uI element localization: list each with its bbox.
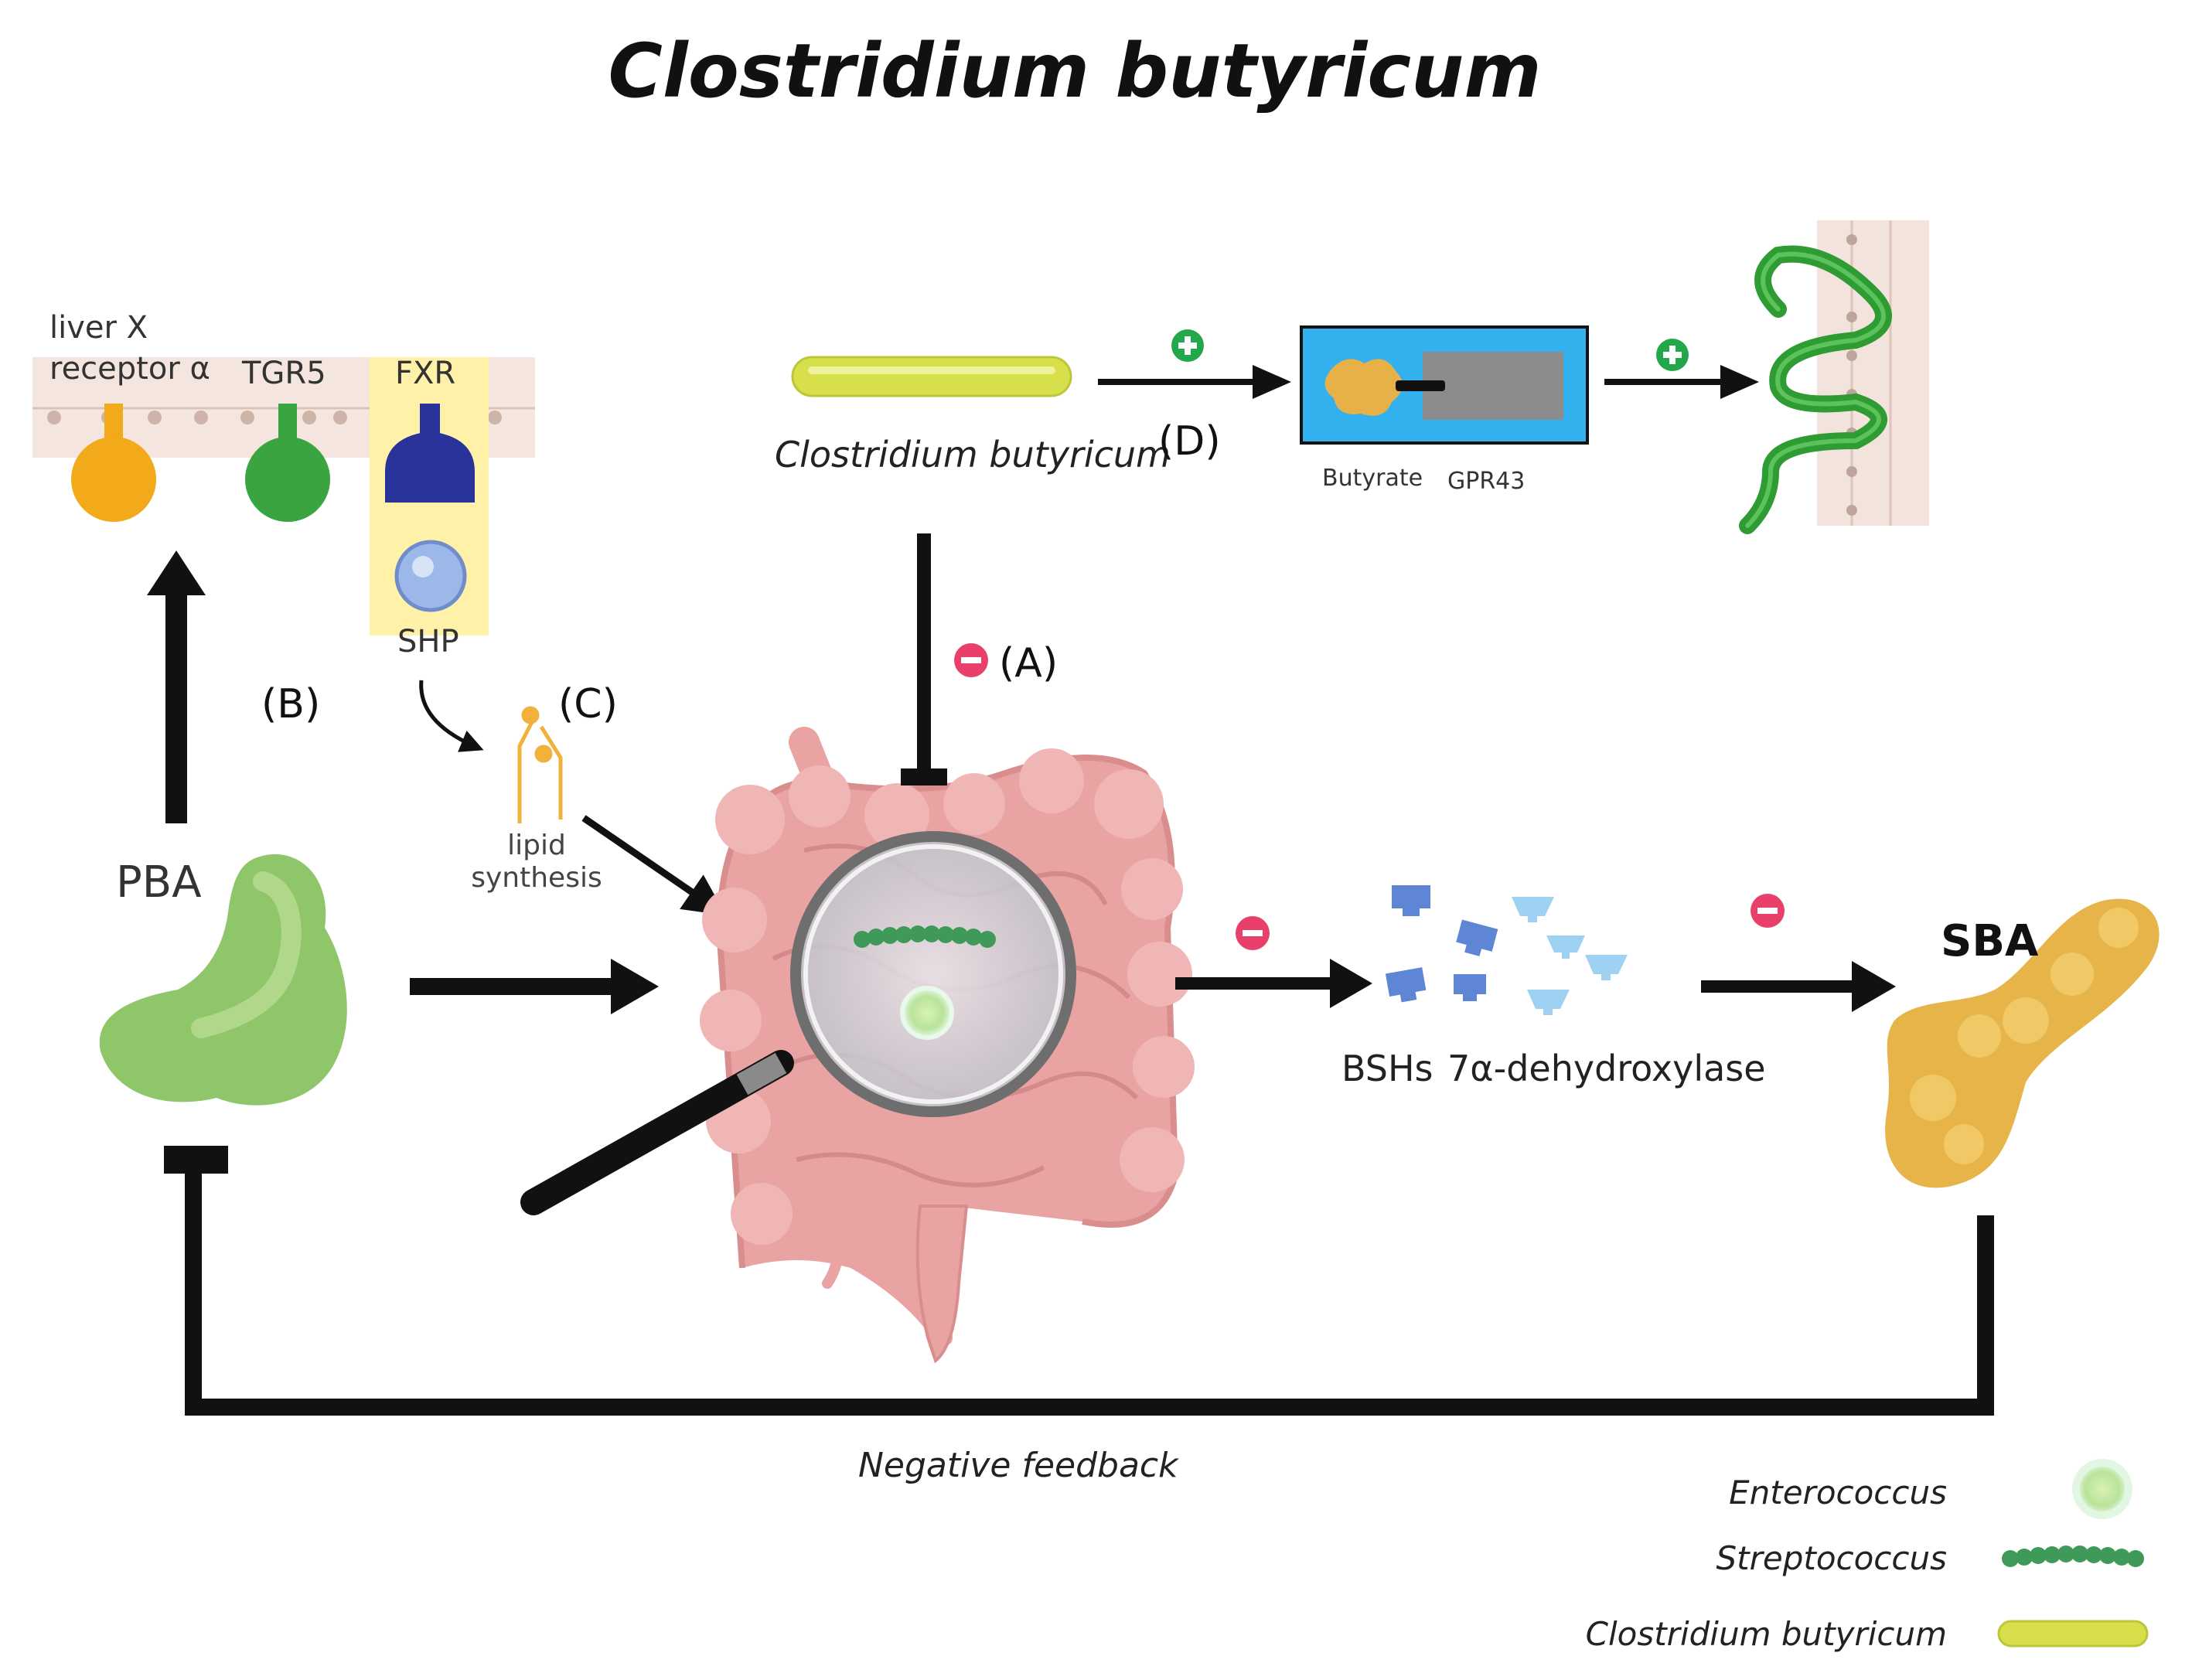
fxr-label: FXR xyxy=(395,356,455,391)
negative-feedback-label: Negative feedback xyxy=(858,1446,1179,1485)
butyrate-label: Butyrate xyxy=(1322,465,1423,492)
clostridium-cell-icon xyxy=(791,356,1072,397)
label-a: (A) xyxy=(999,640,1058,687)
fxr-receptor-icon xyxy=(385,431,475,503)
clostridium-icon xyxy=(1997,1620,2149,1648)
arrow-lipid-to-gut xyxy=(581,815,726,916)
label-d: (D) xyxy=(1158,418,1221,465)
shp-icon xyxy=(394,540,467,612)
label-c: (C) xyxy=(558,681,618,728)
tgr5-label: TGR5 xyxy=(241,356,326,391)
arrow-shp-to-lipid xyxy=(419,680,484,752)
dehydroxylase-label: 7α-dehydroxylase xyxy=(1447,1048,1766,1089)
lipid-label-line1: lipid xyxy=(507,830,566,861)
dehydroxylase-icons xyxy=(1512,897,1628,1015)
streptococcus-icon xyxy=(2002,1545,2144,1567)
arrow-pba-to-gut-head xyxy=(611,959,659,1014)
legend: Enterococcus Streptococcus Clostridium b… xyxy=(1586,1459,2149,1653)
negative-feedback-line xyxy=(185,1166,1994,1416)
gpr43-box xyxy=(1300,325,1589,445)
legend-label-enterococcus: Enterococcus xyxy=(1729,1474,1947,1511)
gpr43-receptor xyxy=(1423,352,1563,420)
bsh-enzyme-icons xyxy=(1385,885,1498,1003)
legend-label-clostridium: Clostridium butyricum xyxy=(1586,1615,1947,1653)
shp-label: SHP xyxy=(397,624,459,659)
receptor-panel: liver X receptor α TGR5 FXR SHP xyxy=(32,310,535,659)
gpr43-label: GPR43 xyxy=(1447,468,1525,495)
enzyme-icons xyxy=(1385,885,1628,1015)
butyrate-icon xyxy=(1324,359,1403,416)
streptococcus-in-lens xyxy=(854,925,996,948)
enterococcus-icon xyxy=(2072,1459,2132,1519)
sba-label: SBA xyxy=(1941,916,2039,966)
lxr-label-line2: receptor α xyxy=(49,351,210,387)
membrane-cells xyxy=(47,411,502,424)
lxr-receptor-icon xyxy=(71,437,156,522)
lipid-icon xyxy=(517,706,563,823)
bshs-label: BSHs xyxy=(1341,1048,1433,1089)
diagram-title: Clostridium butyricum xyxy=(608,28,1541,114)
lxr-label-line1: liver X xyxy=(49,310,148,346)
enterococcus-in-lens xyxy=(900,986,954,1040)
lipid-label-line2: synthesis xyxy=(471,862,602,894)
clostridium-caption: Clostridium butyricum xyxy=(775,434,1171,475)
tgr5-receptor-icon xyxy=(245,437,330,522)
legend-label-streptococcus: Streptococcus xyxy=(1716,1539,1947,1577)
label-b: (B) xyxy=(261,681,320,728)
magnifier-icon xyxy=(520,831,1076,1215)
intestinal-villi-illustration xyxy=(1739,220,1929,534)
pba-label: PBA xyxy=(116,857,202,908)
arrow-pba-to-receptors-head xyxy=(147,550,206,595)
